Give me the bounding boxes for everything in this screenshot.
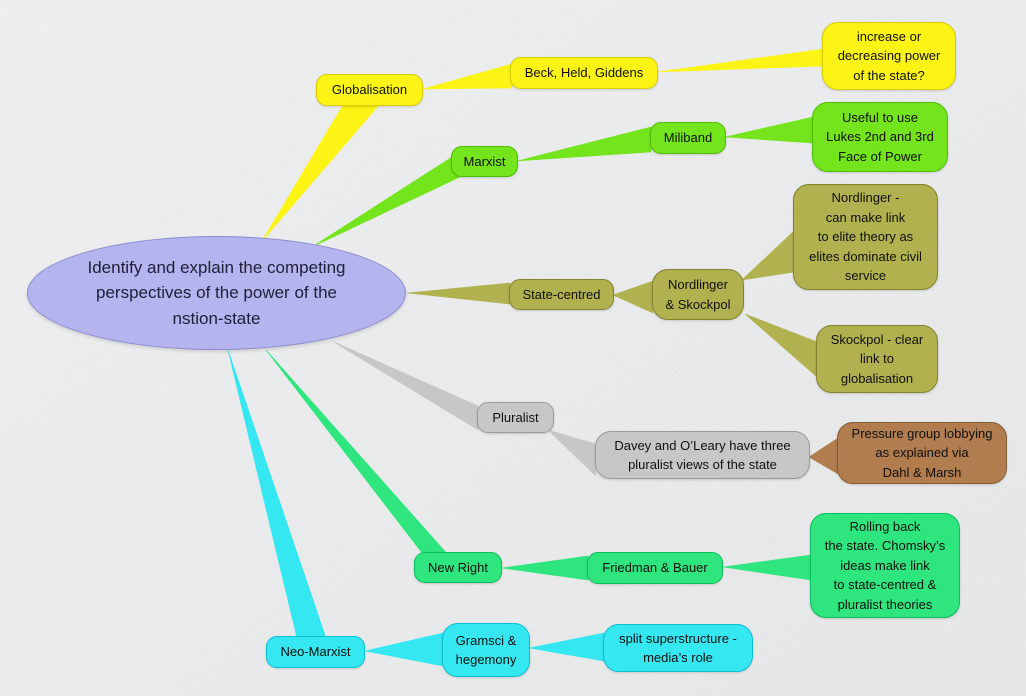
node-label: Beck, Held, Giddens (524, 65, 644, 81)
mindmap-node-gramsci[interactable]: Gramsci & hegemony (442, 623, 530, 677)
mindmap-node-friedman[interactable]: Friedman & Bauer (587, 552, 723, 584)
node-label: Davey and O’Leary have three pluralist v… (614, 437, 791, 473)
mindmap-node-nordskock[interactable]: Nordlinger & Skockpol (652, 269, 744, 320)
node-label: Globalisation (331, 82, 408, 98)
mindmap-node-beck[interactable]: Beck, Held, Giddens (510, 57, 658, 89)
node-label: Friedman & Bauer (602, 560, 708, 576)
mindmap-node-rolling[interactable]: Rolling back the state. Chomsky’s ideas … (810, 513, 960, 618)
node-label: Miliband (663, 130, 713, 146)
mindmap-node-neomarxist[interactable]: Neo-Marxist (266, 636, 365, 668)
node-label: Rolling back the state. Chomsky’s ideas … (824, 518, 946, 612)
mindmap-node-lukes[interactable]: Useful to use Lukes 2nd and 3rd Face of … (812, 102, 948, 172)
mindmap-node-pressure[interactable]: Pressure group lobbying as explained via… (837, 422, 1007, 484)
node-label: Nordlinger - can make link to elite theo… (809, 190, 922, 284)
node-label: Skockpol - clear link to globalisation (830, 331, 924, 386)
node-label: Gramsci & hegemony (455, 632, 517, 668)
node-label: Pluralist (492, 409, 539, 425)
mindmap-node-marxist[interactable]: Marxist (451, 146, 518, 177)
node-label: split superstructure - media’s role (619, 630, 737, 666)
mindmap-node-newright[interactable]: New Right (414, 552, 502, 583)
mindmap-node-miliband[interactable]: Miliband (650, 122, 726, 154)
mindmap-node-davey[interactable]: Davey and O’Leary have three pluralist v… (595, 431, 810, 479)
node-label: New Right (428, 559, 488, 575)
node-label: Pressure group lobbying as explained via… (851, 425, 993, 480)
node-label: Neo-Marxist (280, 644, 351, 660)
node-label: Marxist (463, 153, 506, 169)
mindmap-node-globalisation[interactable]: Globalisation (316, 74, 423, 106)
mindmap-node-nordelite[interactable]: Nordlinger - can make link to elite theo… (793, 184, 938, 290)
node-label: State-centred (522, 286, 601, 302)
mindmap-node-increase[interactable]: increase or decreasing power of the stat… (822, 22, 956, 90)
mindmap-node-split[interactable]: split superstructure - media’s role (603, 624, 753, 672)
mindmap-node-skockpol[interactable]: Skockpol - clear link to globalisation (816, 325, 938, 393)
mindmap-node-pluralist[interactable]: Pluralist (477, 402, 554, 433)
node-label: Nordlinger & Skockpol (665, 277, 731, 312)
node-label: increase or decreasing power of the stat… (837, 28, 941, 83)
mindmap-node-statecentred[interactable]: State-centred (509, 279, 614, 310)
node-label: Useful to use Lukes 2nd and 3rd Face of … (826, 109, 934, 164)
